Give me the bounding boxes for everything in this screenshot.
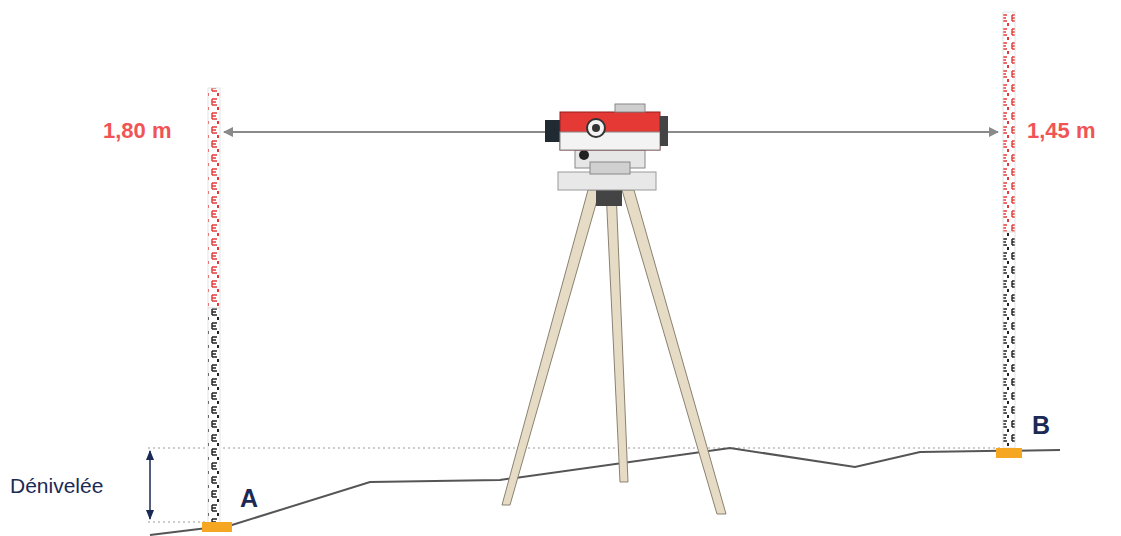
tripod (502, 172, 726, 514)
ground-line (150, 448, 1060, 535)
reference-line (148, 522, 205, 523)
height-difference-label: Dénivelée (10, 475, 103, 496)
reference-line (148, 448, 1000, 449)
height-arrow (149, 451, 151, 519)
staff-a (202, 88, 232, 532)
reading-value: 1,45 m (1027, 120, 1096, 142)
point-label: A (240, 486, 258, 511)
reading-value: 1,80 m (103, 120, 172, 142)
level-instrument (545, 104, 668, 174)
staff-b (996, 12, 1022, 458)
point-label: B (1032, 413, 1050, 438)
